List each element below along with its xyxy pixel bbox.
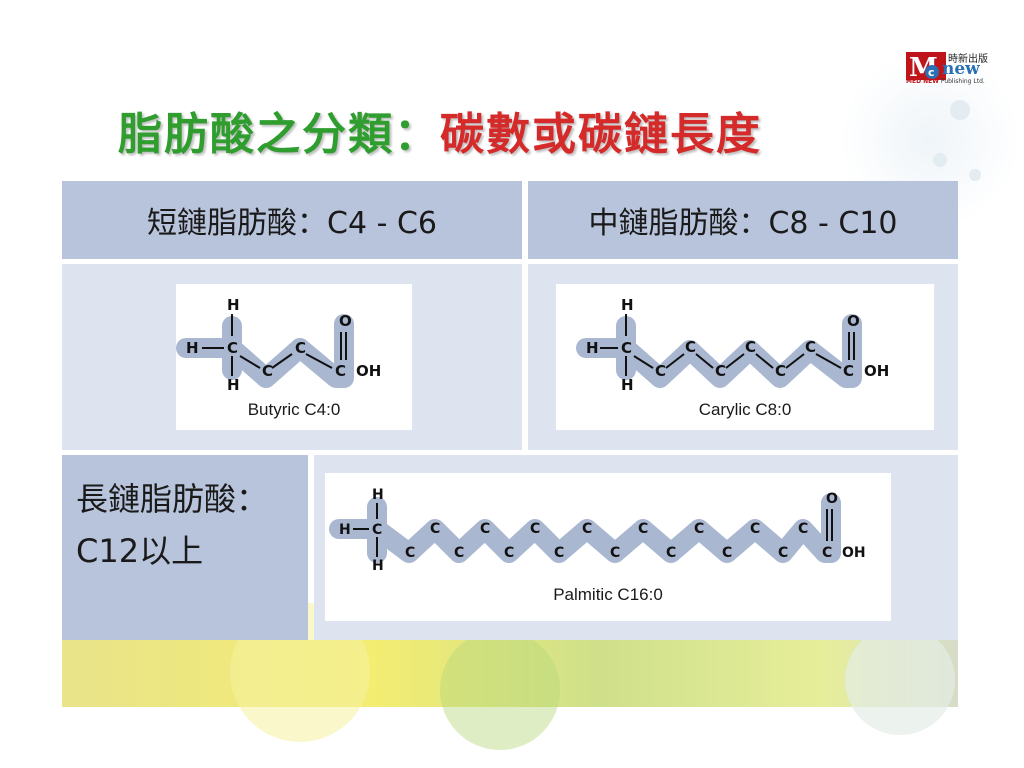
butyric-atom-h-bottom: H	[227, 376, 240, 394]
caprylic-atom-oh: OH	[864, 362, 889, 380]
logo-publisher-text: MED NEW Publishing Ltd.	[906, 78, 985, 85]
caprylic-atom-c1: C	[621, 339, 632, 357]
butyric-atom-c3: C	[295, 339, 306, 357]
long-chain-label-line2: C12以上	[76, 532, 204, 570]
palmitic-atom-c9: C	[582, 521, 592, 537]
palmitic-atom-h-top: H	[372, 487, 384, 503]
caprylic-atom-o: O	[847, 312, 860, 330]
palmitic-atom-c13: C	[694, 521, 704, 537]
med-new-logo: M c 時新出版 new MED NEW Publishing Ltd.	[902, 48, 988, 90]
butyric-structure-svg: H H C H C C O C OH	[176, 296, 381, 394]
logo-chinese-name: 時新出版	[948, 54, 988, 65]
caprylic-atom-c4: C	[715, 362, 726, 380]
palmitic-atom-c-carboxyl: C	[822, 545, 832, 561]
palmitic-label: Palmitic C16:0	[553, 585, 663, 604]
palmitic-atom-c7: C	[530, 521, 540, 537]
caprylic-atom-c2: C	[655, 362, 666, 380]
butyric-atom-h-left: H	[186, 339, 199, 357]
butyric-atom-oh: OH	[356, 362, 381, 380]
palmitic-atom-h-bottom: H	[372, 558, 384, 574]
logo-new-text: new	[942, 59, 980, 79]
title-part-classification: 脂肪酸之分類：	[118, 109, 440, 160]
caprylic-atom-c5: C	[745, 338, 756, 356]
palmitic-atom-c10: C	[610, 545, 620, 561]
palmitic-atom-c15: C	[750, 521, 760, 537]
long-chain-cell: H H C H C C C C C C C C C C C C C C C C	[314, 455, 958, 640]
palmitic-atom-oh: OH	[842, 545, 866, 561]
palmitic-atom-c8: C	[554, 545, 564, 561]
palmitic-atom-c2: C	[405, 545, 415, 561]
palmitic-atom-c3: C	[430, 521, 440, 537]
short-chain-header: 短鏈脂肪酸：C4 - C6	[62, 181, 522, 259]
caprylic-atom-h-left: H	[586, 339, 599, 357]
palmitic-acid-diagram: H H C H C C C C C C C C C C C C C C C C	[325, 473, 891, 621]
butyric-atom-c2: C	[262, 362, 273, 380]
svg-text:c: c	[928, 66, 935, 79]
palmitic-atom-c17: C	[798, 521, 808, 537]
butyric-acid-diagram: H H C H C C O C OH Butyric C4:0	[176, 284, 412, 430]
palmitic-atom-c6: C	[504, 545, 514, 561]
palmitic-atom-o: O	[826, 491, 838, 507]
long-chain-label: 長鏈脂肪酸： C12以上	[62, 455, 308, 640]
medium-chain-cell: H H C H C C C C C C O C OH	[528, 264, 958, 450]
butyric-atom-h-top: H	[227, 296, 240, 314]
caprylic-atom-c6: C	[775, 362, 786, 380]
title-part-chain-length: 碳數或碳鏈長度	[440, 109, 762, 160]
logo-mark-icon: M c	[906, 52, 946, 82]
palmitic-structure-svg: H H C H C C C C C C C C C C C C C C C C	[329, 487, 866, 574]
caprylic-acid-diagram: H H C H C C C C C C O C OH	[556, 284, 934, 430]
caprylic-structure-svg: H H C H C C C C C C O C OH	[576, 296, 889, 394]
caprylic-atom-c7: C	[805, 338, 816, 356]
butyric-atom-c1: C	[227, 339, 238, 357]
short-chain-cell: H H C H C C O C OH Butyric C4:0	[62, 264, 522, 450]
butyric-label: Butyric C4:0	[247, 400, 341, 419]
caprylic-atom-h-bottom: H	[621, 376, 634, 394]
medium-chain-header: 中鏈脂肪酸：C8 - C10	[528, 181, 958, 259]
palmitic-atom-h-left: H	[339, 522, 351, 538]
caprylic-atom-c8: C	[843, 362, 854, 380]
logo-publisher-brand: MED NEW	[906, 78, 939, 85]
palmitic-atom-c4: C	[454, 545, 464, 561]
palmitic-atom-c12: C	[666, 545, 676, 561]
palmitic-atom-c16: C	[778, 545, 788, 561]
caprylic-label: Carylic C8:0	[698, 400, 792, 419]
slide-title: 脂肪酸之分類：碳數或碳鏈長度	[118, 98, 762, 162]
caprylic-atom-c3: C	[685, 338, 696, 356]
palmitic-atom-c14: C	[722, 545, 732, 561]
palmitic-atom-c1: C	[372, 522, 382, 538]
butyric-atom-o: O	[339, 312, 352, 330]
butyric-atom-c4: C	[335, 362, 346, 380]
caprylic-atom-h-top: H	[621, 296, 634, 314]
palmitic-atom-c5: C	[480, 521, 490, 537]
logo-publisher-rest: Publishing Ltd.	[940, 78, 985, 85]
long-chain-label-line1: 長鏈脂肪酸：	[76, 480, 269, 518]
palmitic-atom-c11: C	[638, 521, 648, 537]
